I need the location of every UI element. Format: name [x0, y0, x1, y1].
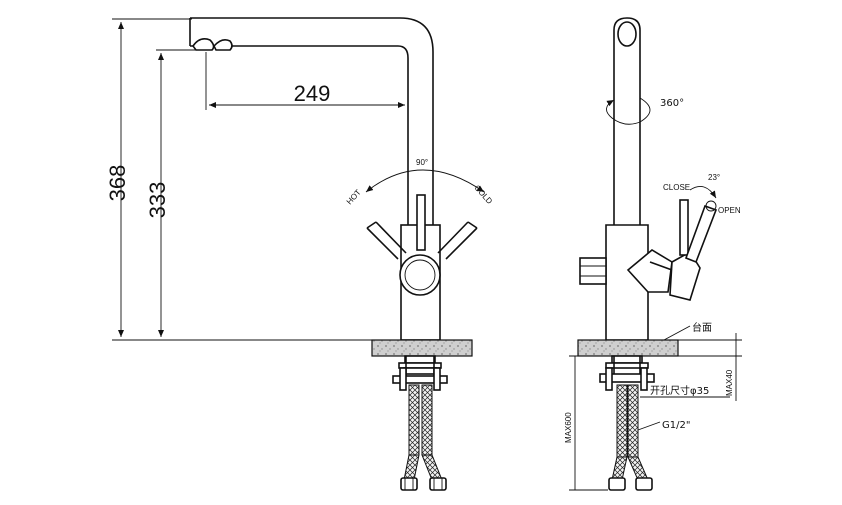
lever-angle-label: 23° [708, 173, 720, 182]
side-body [579, 199, 718, 341]
side-view: 360° CLOSE 23° OPEN 台面 MAX40 [564, 17, 742, 491]
dim-reach-label: 249 [294, 81, 331, 106]
dim-368 [112, 18, 372, 341]
front-spout [189, 17, 434, 225]
front-view: 368 333 249 90° HOT COLD [105, 17, 495, 491]
close-label: CLOSE [663, 183, 690, 192]
front-counter [371, 339, 473, 357]
hot-label: HOT [345, 188, 363, 207]
counter-label: 台面 [692, 321, 712, 334]
side-rotation-arc [606, 97, 651, 125]
lever-angle-arc [689, 185, 717, 199]
front-angle-label: 90° [416, 158, 428, 167]
side-hoses [608, 384, 653, 491]
front-hoses [400, 384, 447, 491]
hole-size-label: 开孔尺寸φ35 [650, 384, 709, 397]
side-fittings [599, 355, 655, 391]
dim-spout-height-label: 333 [145, 182, 170, 219]
front-fittings [392, 355, 448, 391]
dim-249 [205, 52, 405, 110]
front-body [366, 194, 478, 341]
max-thickness-label: MAX40 [725, 369, 734, 396]
cold-label: COLD [473, 183, 495, 206]
dim-total-height-label: 368 [105, 165, 130, 202]
side-spout [613, 17, 641, 225]
rotation-label: 360° [660, 98, 684, 109]
side-counter [577, 339, 679, 357]
front-rotation-arc [365, 169, 485, 193]
open-label: OPEN [718, 206, 741, 215]
hose-length-label: MAX600 [564, 412, 573, 443]
thread-label: G1/2" [662, 420, 690, 431]
